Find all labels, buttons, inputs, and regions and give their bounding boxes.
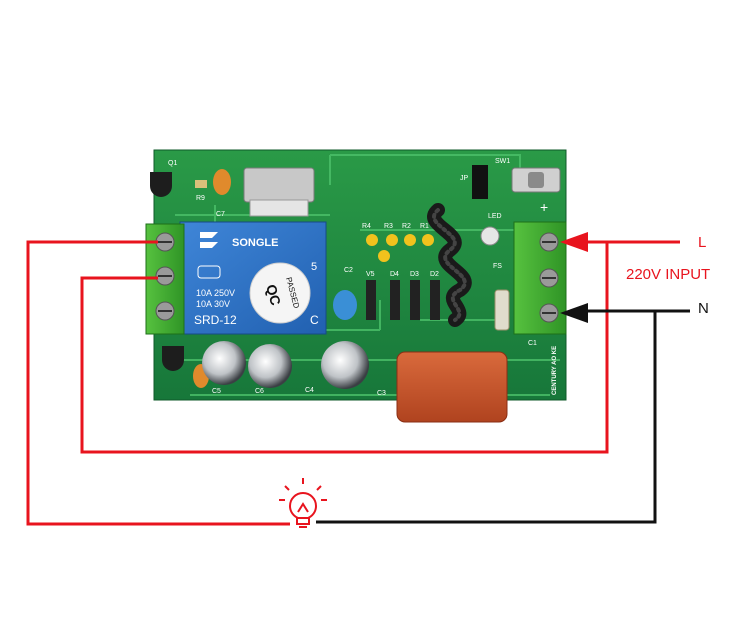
silk-c3: C3: [377, 390, 386, 397]
silk-d4: D4: [390, 271, 399, 278]
silk-r2: R2: [402, 223, 411, 230]
live-arrow: [560, 232, 588, 252]
live-wires: [26, 240, 680, 526]
neutral-wire-to-bulb: [316, 311, 657, 524]
electrolytic-c6: [248, 344, 292, 388]
x-capacitor: [396, 351, 508, 423]
light-bulb-icon: [279, 478, 327, 528]
silk-q1: Q1: [168, 160, 177, 167]
silk-c4: C4: [305, 387, 314, 394]
qc-passed-sticker: QC PASSED: [249, 262, 311, 324]
relay: SONGLE 10A 250V 10A 30V SRD-12 C 5 QC PA…: [179, 221, 327, 335]
silk-d2: D2: [430, 271, 439, 278]
transistor-q1: [150, 172, 172, 197]
qc-text: QC: [263, 283, 284, 307]
live-wire-to-bulb: [26, 240, 290, 526]
silk-fs: FS: [493, 263, 502, 270]
cap-extra: [378, 250, 390, 262]
transistor-bottom: [162, 346, 184, 371]
silk-c5: C5: [212, 388, 221, 395]
silk-r4: R4: [362, 223, 371, 230]
cap-r2: [404, 234, 416, 246]
diode-v5: [366, 280, 376, 320]
cap-r3: [386, 234, 398, 246]
tact-switch-button: [528, 172, 544, 188]
fuse-fs: [494, 289, 510, 331]
diode-d4: [390, 280, 400, 320]
small-cap-top: [213, 169, 231, 195]
silk-sw1: SW1: [495, 158, 510, 165]
cap-r1: [422, 234, 434, 246]
relay-rating-2: 10A 30V: [196, 299, 230, 309]
relay-suffix: C: [310, 313, 319, 327]
cap-r4: [366, 234, 378, 246]
input-voltage-label: 220V INPUT: [626, 266, 710, 283]
antenna-coil: [427, 203, 472, 327]
blue-capacitor: [333, 290, 357, 320]
electrolytic-c5: [202, 341, 246, 385]
live-label: L: [698, 234, 706, 251]
relay-logo: [200, 232, 218, 248]
diode-d3: [410, 280, 420, 320]
relay-rating-1: 10A 250V: [196, 288, 235, 298]
silk-r9: R9: [196, 195, 205, 202]
silk-c6: C6: [255, 388, 264, 395]
relay-cert-box: [197, 265, 221, 279]
relay-digit: 5: [311, 261, 317, 273]
silk-c7: C7: [216, 211, 225, 218]
relay-brand: SONGLE: [232, 237, 278, 249]
diode-d2: [430, 280, 440, 320]
silk-vendor: CENTURY AO KE: [552, 346, 558, 395]
electrolytic-c4: [321, 341, 369, 389]
led: [480, 226, 500, 246]
silk-r1: R1: [420, 223, 429, 230]
crystal-base: [249, 199, 309, 217]
neutral-wires: [316, 309, 690, 524]
receiver-board: Q1 R9 C7 SW1 JP LED R4 R3 R2 R1 D4 D3 D2…: [145, 149, 567, 423]
neutral-arrow: [560, 303, 588, 323]
silk-c1: C1: [528, 340, 537, 347]
neutral-label: N: [698, 300, 709, 317]
jumper-jp: [472, 165, 488, 199]
crystal: [243, 167, 315, 203]
right-terminal-block: [513, 221, 567, 335]
relay-model: SRD-12: [194, 313, 237, 327]
silk-v5: V5: [366, 271, 375, 278]
silkscreen-labels: Q1 R9 C7 SW1 JP LED R4 R3 R2 R1 D4 D3 D2…: [168, 158, 558, 397]
left-terminal-block: [145, 223, 185, 335]
silk-led: LED: [488, 213, 502, 220]
silk-plus: +: [540, 199, 548, 215]
live-wire-loop: [80, 242, 609, 454]
silk-jp: JP: [460, 175, 469, 182]
resistor-r9: [195, 180, 207, 188]
silk-d3: D3: [410, 271, 419, 278]
silk-r3: R3: [384, 223, 393, 230]
silk-c2: C2: [344, 267, 353, 274]
